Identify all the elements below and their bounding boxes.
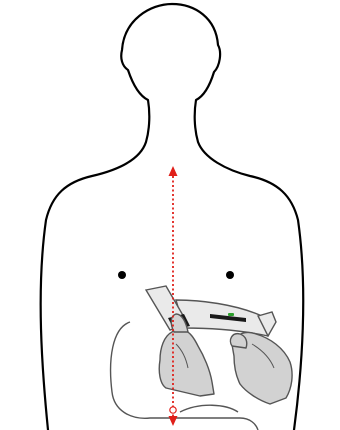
device-indicator-light [228, 313, 234, 316]
guide-end-ring [170, 407, 176, 413]
right-hand-thumb [230, 334, 246, 348]
guide-arrow-top [169, 166, 178, 176]
left-nipple-marker [118, 271, 126, 279]
right-nipple-marker [226, 271, 234, 279]
strap-loop-inner [180, 405, 238, 412]
guide-arrow-bottom [169, 416, 178, 426]
